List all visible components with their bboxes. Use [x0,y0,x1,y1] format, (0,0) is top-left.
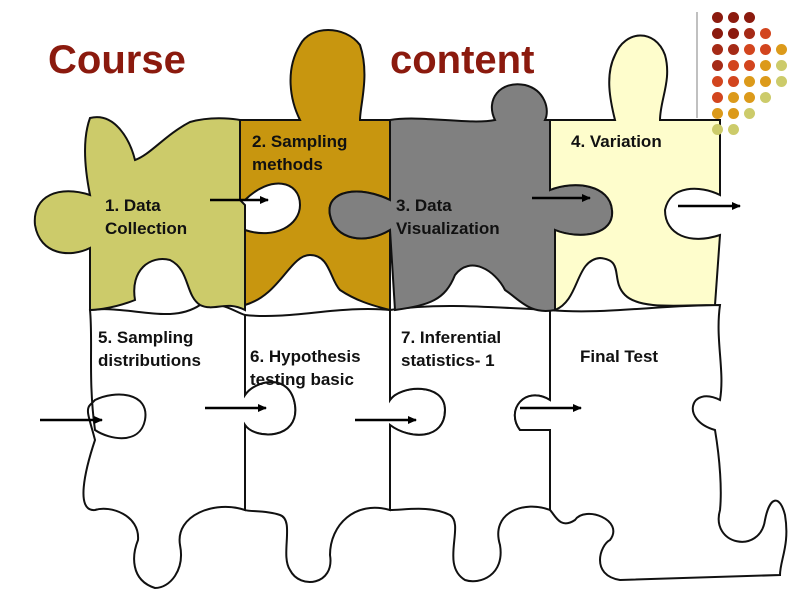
decorative-dot [712,12,723,23]
label-piece-5: 5. Sampling distributions [98,328,201,370]
bottom-row-pieces [82,302,788,590]
decorative-dot [744,44,755,55]
top-row-pieces [33,29,722,312]
label-piece-6: 6. Hypothesis testing basic [250,347,361,389]
decorative-dot [712,108,723,119]
decorative-dot [712,124,723,135]
label-piece-1: 1. Data Collection [105,196,188,238]
decorative-dot [744,28,755,39]
title-content: content [390,38,535,82]
decorative-dot [728,124,739,135]
decorative-dot [760,76,771,87]
decorative-dot [744,108,755,119]
decorative-dot [760,60,771,71]
decorative-dot [712,92,723,103]
title-course: Course [48,38,186,82]
decorative-dot [744,76,755,87]
piece-final-test [513,303,788,582]
label-piece-3: 3. Data Visualization [396,196,500,238]
decorative-dot [744,60,755,71]
decorative-dot [728,108,739,119]
decorative-dot [760,28,771,39]
decorative-dot [712,76,723,87]
decorative-dot [728,44,739,55]
decorative-dot [728,12,739,23]
decorative-dot [712,44,723,55]
decorative-dot [728,60,739,71]
decorative-dot [712,60,723,71]
piece-1-data-collection [33,116,246,312]
decorative-dot [776,76,787,87]
piece-4-variation [549,34,722,312]
decorative-dot [728,92,739,103]
decorative-dot [760,44,771,55]
decorative-dot [760,92,771,103]
label-piece-7: 7. Inferential statistics- 1 [401,328,502,370]
decorative-dot [744,12,755,23]
decorative-dot [712,28,723,39]
flow-arrows [40,194,741,424]
decorative-dot [728,76,739,87]
decorative-dot [776,60,787,71]
decorative-dot [744,92,755,103]
decorative-dot [728,28,739,39]
label-piece-4: 4. Variation [571,132,662,151]
label-piece-2: 2. Sampling methods [252,132,348,174]
decorative-dot [776,44,787,55]
label-final-test: Final Test [580,347,659,366]
